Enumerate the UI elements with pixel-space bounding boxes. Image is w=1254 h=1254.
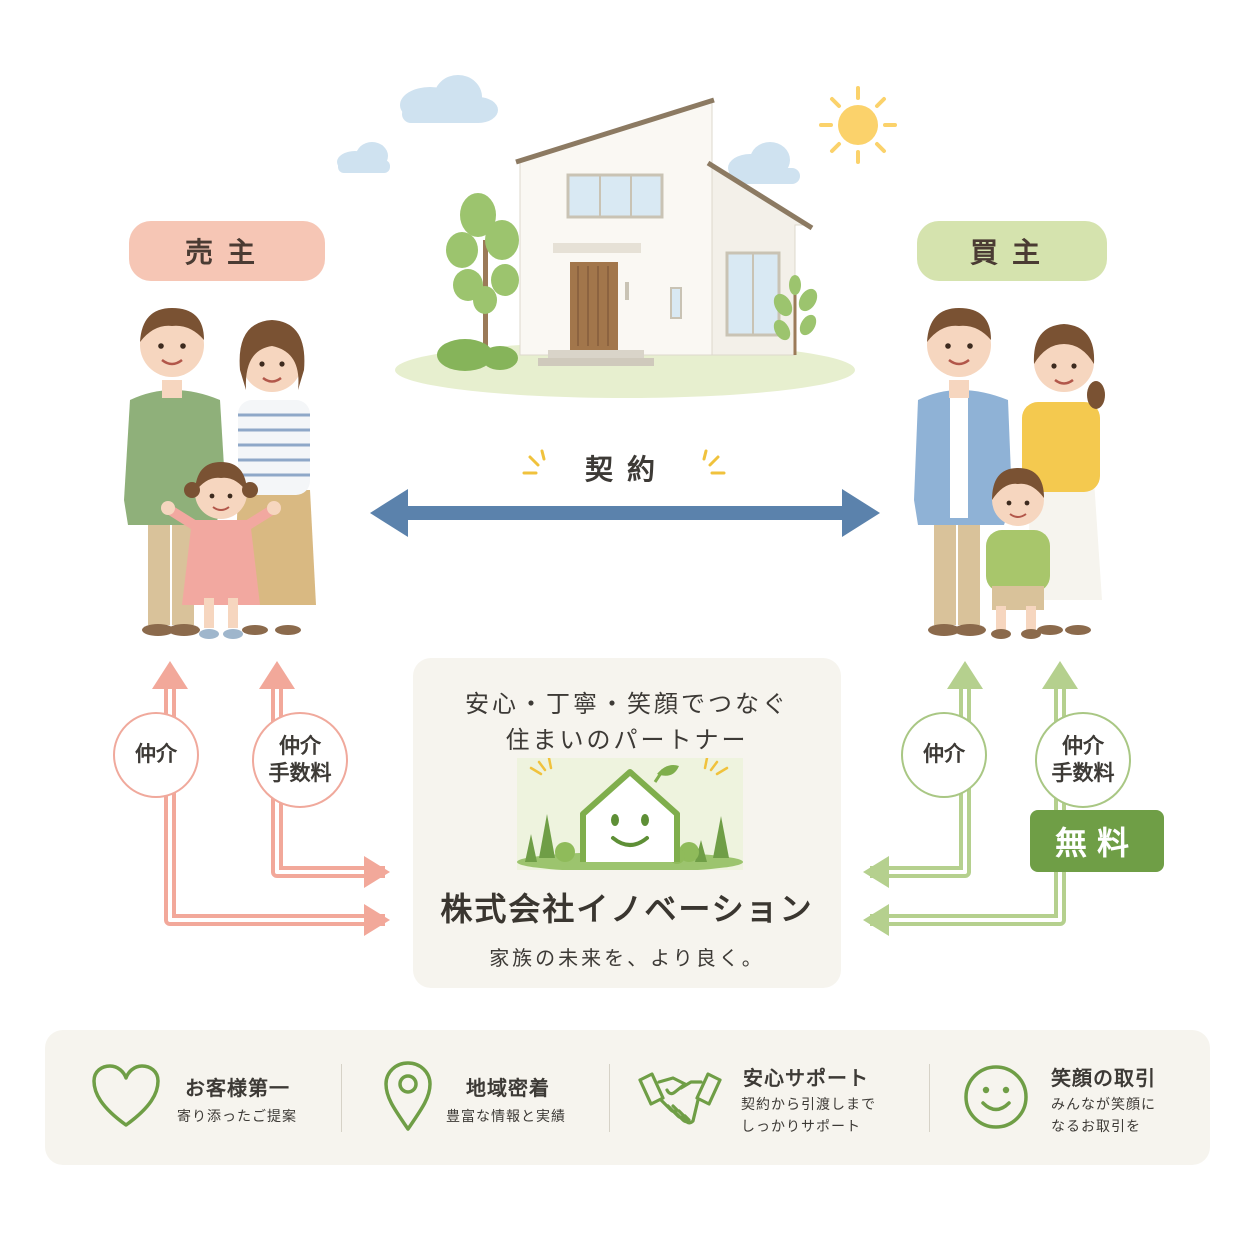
- feature-title: 安心サポート: [743, 1066, 869, 1090]
- feature-support: 安心サポート 契約から引渡しまで しっかりサポート: [609, 1030, 929, 1165]
- feature-smile: 笑顔の取引 みんなが笑顔に なるお取引を: [929, 1030, 1210, 1165]
- handshake-icon: [638, 1072, 722, 1125]
- company-tagline-line1: 安心・丁寧・笑顔でつなぐ: [465, 690, 789, 718]
- feature-subtitle: 寄り添ったご提案: [177, 1109, 297, 1125]
- cloud-icon: [337, 142, 390, 173]
- buyer-fee-circle: 仲介 手数料: [1035, 712, 1131, 808]
- divider: [341, 1064, 342, 1132]
- sparkle-icon: [522, 449, 726, 475]
- seller-brokerage-circle: 仲介: [113, 712, 199, 798]
- feature-customer-first: お客様第一 寄り添ったご提案: [45, 1030, 341, 1165]
- seller-family-illustration: [124, 308, 316, 639]
- buyer-fee-label-line2: 手数料: [1051, 761, 1115, 785]
- feature-local: 地域密着 豊富な情報と実績: [341, 1030, 609, 1165]
- seller-brokerage-label: 仲介: [135, 742, 177, 767]
- buyer-label: 買主: [917, 221, 1107, 281]
- feature-title: 地域密着: [466, 1076, 550, 1100]
- divider: [609, 1064, 610, 1132]
- contract-arrow: [370, 449, 880, 537]
- feature-title: お客様第一: [185, 1076, 290, 1100]
- feature-subtitle: なるお取引を: [1051, 1119, 1141, 1135]
- feature-subtitle: 豊富な情報と実績: [446, 1109, 566, 1125]
- buyer-fee-label-line1: 仲介: [1062, 733, 1104, 758]
- location-pin-icon: [384, 1061, 432, 1131]
- house-scene: [337, 75, 897, 398]
- company-name: 株式会社イノベーション: [440, 890, 814, 928]
- cloud-icon: [728, 142, 800, 184]
- seller-fee-label-line1: 仲介: [279, 733, 321, 758]
- seller-fee-label-line2: 手数料: [268, 761, 332, 785]
- buyer-family-illustration: [914, 308, 1105, 639]
- free-badge: 無料: [1030, 810, 1164, 872]
- company-card: 安心・丁寧・笑顔でつなぐ 住まいのパートナー 株式会社イノベーション 家族の未来…: [413, 658, 841, 988]
- buyer-brokerage-label: 仲介: [923, 742, 965, 767]
- company-logo-icon: [517, 758, 743, 870]
- seller-flow-arrows: [152, 661, 390, 936]
- seller-fee-circle: 仲介 手数料: [252, 712, 348, 808]
- divider: [929, 1064, 930, 1132]
- features-panel: お客様第一 寄り添ったご提案 地域密着 豊富な情報と実績 安心サポート 契約から: [45, 1030, 1210, 1165]
- contract-label: 契約: [584, 453, 669, 486]
- feature-subtitle: しっかりサポート: [741, 1119, 861, 1135]
- company-tagline-line2: 住まいのパートナー: [505, 726, 749, 754]
- feature-subtitle: みんなが笑顔に: [1051, 1097, 1156, 1113]
- sun-icon: [819, 86, 897, 164]
- smiley-icon: [964, 1065, 1028, 1129]
- heart-icon: [92, 1064, 160, 1127]
- feature-subtitle: 契約から引渡しまで: [741, 1097, 876, 1113]
- seller-label: 売主: [129, 221, 325, 281]
- company-slogan: 家族の未来を、より良く。: [489, 946, 765, 970]
- cloud-icon: [400, 75, 498, 123]
- feature-title: 笑顔の取引: [1051, 1066, 1156, 1090]
- buyer-brokerage-circle: 仲介: [901, 712, 987, 798]
